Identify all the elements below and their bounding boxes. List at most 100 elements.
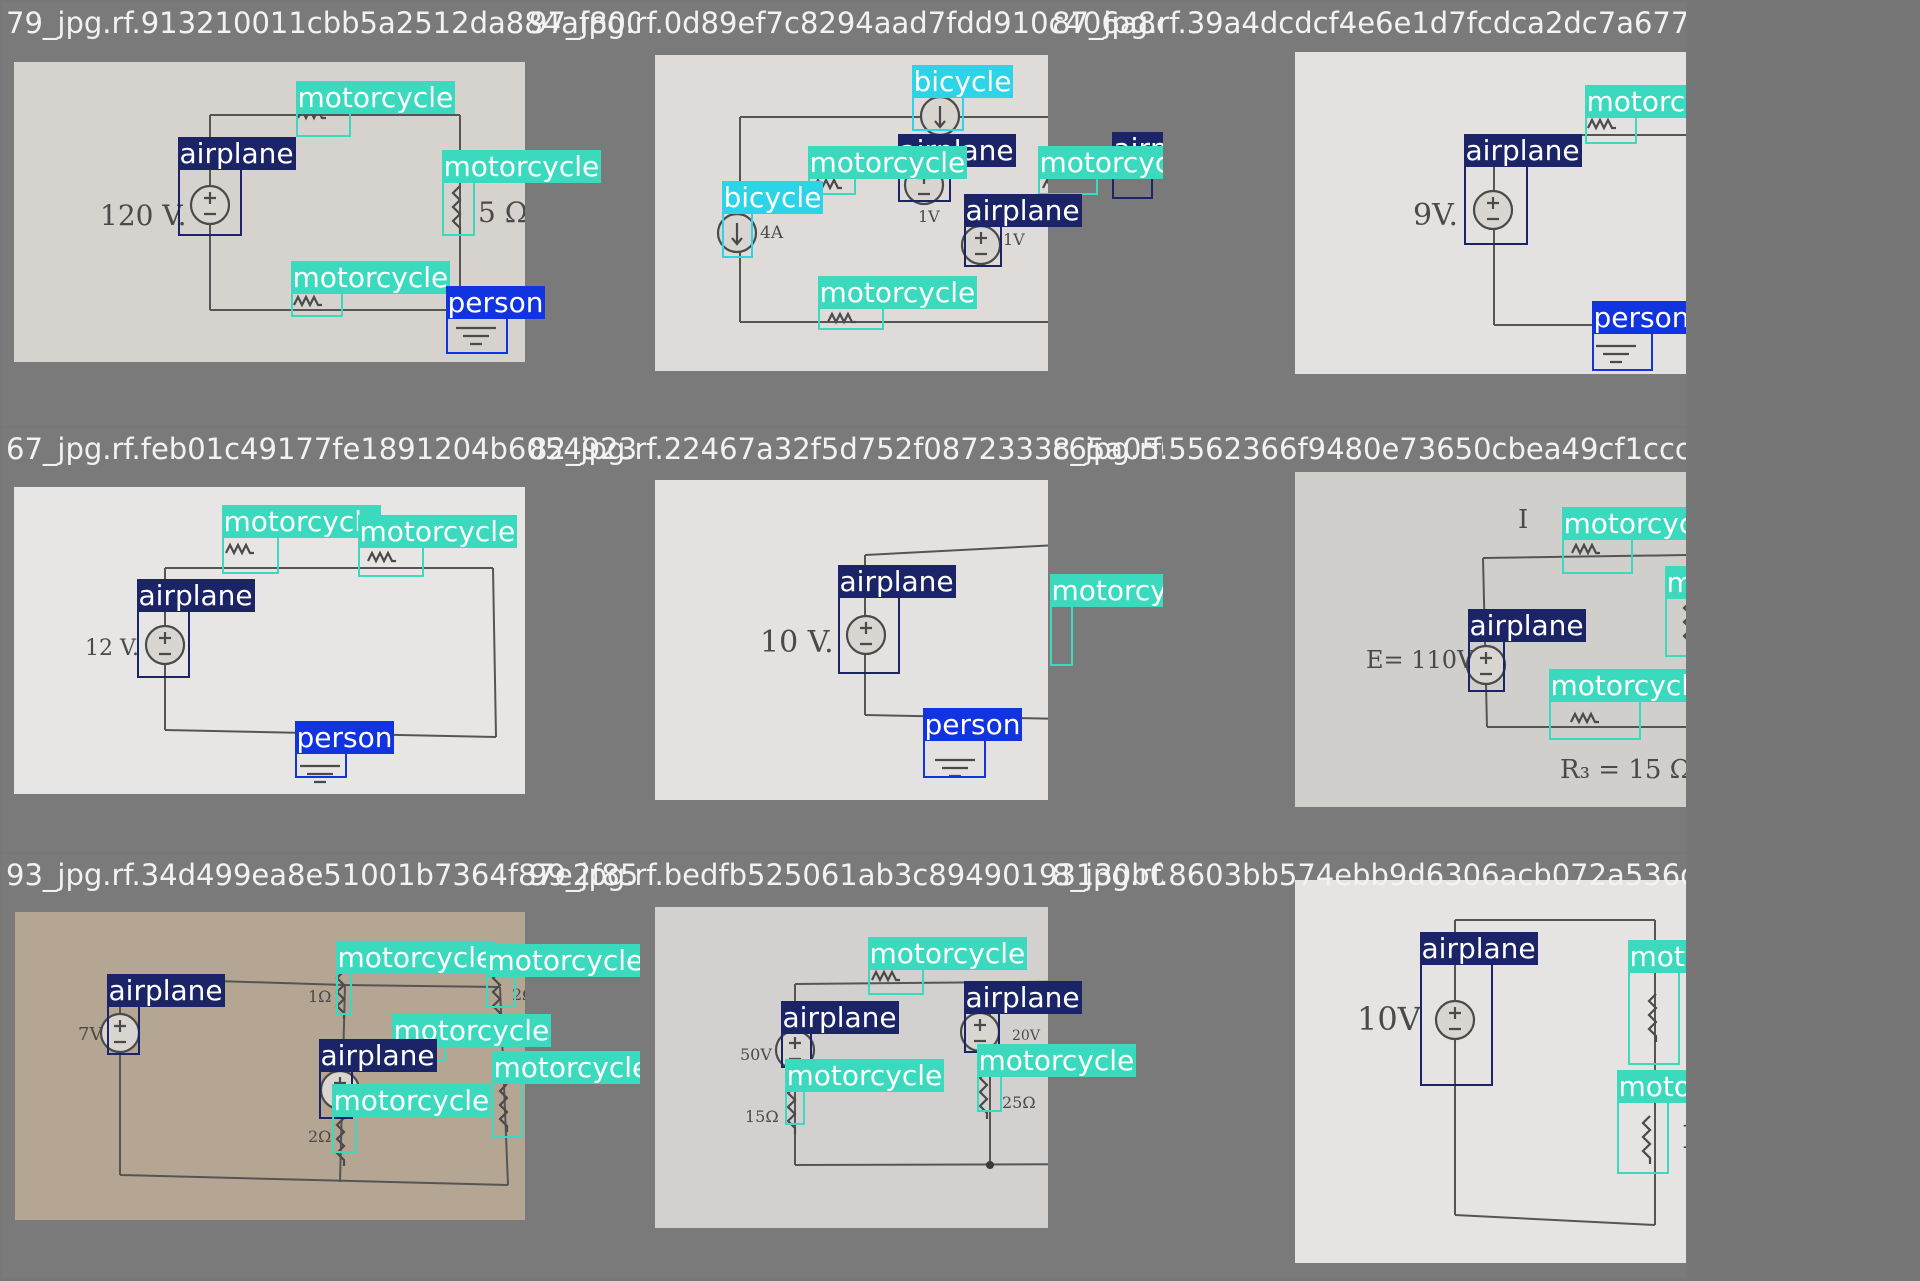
tile-filename: 8_jpg.rf.8603bb574ebb9d6306acb072a536d5	[1052, 858, 1686, 892]
detection-label: airplane	[136, 579, 255, 612]
detection-box-motorcycle: motorcycle	[357, 515, 518, 577]
detection-label: motorcycle	[221, 505, 382, 538]
schematic-res-h	[1587, 117, 1616, 131]
detection-label: motorcycle	[1548, 669, 1686, 702]
detection-label: airplane	[1419, 932, 1538, 965]
detection-label: bicycle	[911, 65, 1014, 98]
schematic-source	[144, 624, 186, 666]
schematic-res-h	[225, 542, 254, 556]
detection-box-motorcycle: motorcycle	[867, 937, 1028, 995]
schematic-res-h	[827, 311, 856, 325]
detection-box-motorcycle: motorcycle	[1627, 940, 1686, 1065]
detection-label: airplane	[318, 1039, 437, 1072]
schematic-res-v	[491, 970, 502, 1019]
detection-box-motorcycle: motorcycle	[335, 941, 496, 1015]
detection-label: motorcycle	[1616, 1070, 1686, 1103]
schematic-res-v	[1641, 1115, 1652, 1164]
schematic-source	[189, 184, 231, 226]
schematic-res-h	[293, 294, 322, 308]
schematic-source	[1472, 189, 1514, 231]
detection-box-bicycle: bicycle	[911, 65, 1014, 131]
handwritten-label: 5 Ω	[478, 196, 528, 229]
schematic-node	[986, 1161, 994, 1169]
handwritten-label: 1V	[1003, 230, 1025, 249]
detection-box-airplane: airplane	[318, 1039, 437, 1119]
handwritten-label: 10 V.	[760, 625, 834, 660]
schematic-res-v	[1647, 993, 1658, 1042]
detection-box-motorcycle: motorcycle	[1584, 85, 1686, 144]
detection-box-motorcycle: motorcycle	[807, 146, 968, 195]
detection-box-airplane: airplane	[1419, 932, 1538, 1086]
detection-box-motorcycle: motorcycle	[1664, 566, 1686, 657]
detection-box-motorcycle: motorcycle	[976, 1044, 1137, 1112]
detection-label: motorcycle	[485, 944, 640, 977]
detection-box-airplane: airplane	[963, 194, 1082, 267]
detection-box-motorcycle: motorcycle	[1049, 574, 1163, 666]
handwritten-label: 25Ω	[1002, 1093, 1036, 1112]
handwritten-label: R₂ = 2kΩ	[1682, 1118, 1686, 1156]
detection-box-motorcycle: motorcycle	[1561, 507, 1686, 574]
detection-label: motorcycle	[295, 81, 456, 114]
schematic-ground	[300, 764, 340, 784]
detection-box-motorcycle: motorcycle	[290, 261, 451, 317]
detection-label: airplane	[780, 1001, 899, 1034]
wire-line	[344, 984, 501, 988]
detection-box-motorcycle: motorcycle	[485, 944, 640, 1008]
schematic-res-v	[335, 1117, 346, 1166]
detection-box-motorcycle: motorcycle	[491, 1051, 640, 1138]
detection-box-person: person	[922, 708, 1023, 778]
detection-label: motorcycle	[1584, 85, 1686, 118]
detection-box-person: person	[445, 286, 546, 354]
handwritten-label: E= 110V	[1366, 646, 1475, 674]
schematic-source	[1434, 999, 1476, 1041]
wire-line	[864, 544, 1059, 556]
handwritten-label: 4A	[760, 223, 784, 243]
tile-filename: 97_jpg.rf.0d89ef7c8294aad7fdd910c406a8cc	[529, 6, 1163, 40]
detection-box-motorcycle: motorcycle	[331, 1084, 492, 1153]
schematic-source	[1465, 644, 1507, 686]
detection-label: motorcycle	[1664, 566, 1686, 599]
handwritten-label: 7V	[78, 1024, 103, 1045]
handwritten-label: 12 V.	[85, 636, 139, 661]
handwritten-label: 1Ω	[308, 987, 331, 1006]
tile-filename: 79_jpg.rf.913210011cbb5a2512da884af800ff	[6, 6, 640, 40]
detection-label: person	[294, 721, 395, 754]
detection-label: motorcycle	[867, 937, 1028, 970]
detection-label: person	[922, 708, 1023, 741]
detection-box-person: person	[1591, 301, 1686, 371]
schematic-isrc	[716, 212, 758, 254]
detection-label: motorcycle	[1049, 574, 1163, 607]
schematic-res-h	[1570, 711, 1599, 725]
handwritten-label: 120 V.	[100, 199, 187, 232]
schematic-res-v	[786, 1085, 797, 1134]
handwritten-label: I	[1518, 505, 1528, 535]
detection-box-motorcycle: motorcycle	[441, 150, 602, 236]
detection-box-motorcycle: motorcycle	[817, 276, 978, 330]
handwritten-label: R₃ = 15 Ω	[1560, 755, 1686, 785]
detection-label: airplane	[177, 137, 296, 170]
detection-box-bicycle: bicycle	[721, 181, 824, 258]
wire-line	[1482, 557, 1488, 728]
image-tile: 93_jpg.rf.34d499ea8e51001b7364f87e2f851f…	[2, 854, 640, 1278]
detection-label: motorcycle	[807, 146, 968, 179]
image-tile: 97_jpg.rf.0d89ef7c8294aad7fdd910c406a8cc…	[525, 2, 1163, 426]
schematic-ground	[1596, 344, 1636, 364]
wire-line	[492, 567, 497, 738]
detection-label: airplane	[1463, 134, 1582, 167]
image-tile: 8_jpg.rf.8603bb574ebb9d6306acb072a536d5 1…	[1048, 854, 1686, 1278]
handwritten-label: 10V	[1357, 1000, 1422, 1038]
detection-box-airplane: airplane	[177, 137, 296, 236]
detection-label: motorcycle	[976, 1044, 1137, 1077]
detection-box-airplane: airplane	[780, 1001, 899, 1068]
tile-filename: 99_jpg.rf.bedfb525061ab3c89490193130b03	[529, 858, 1163, 892]
handwritten-label: 1V	[918, 207, 940, 226]
detection-label: person	[445, 286, 546, 319]
wire-line	[119, 1174, 509, 1186]
detection-label: motorcycle	[1037, 146, 1163, 179]
detection-box-airplane: airplane	[106, 974, 225, 1055]
detection-box-airplane: airplane	[1467, 609, 1586, 692]
detection-box-person: person	[294, 721, 395, 778]
schematic-res-h	[367, 550, 396, 564]
detection-label: person	[1591, 301, 1686, 334]
